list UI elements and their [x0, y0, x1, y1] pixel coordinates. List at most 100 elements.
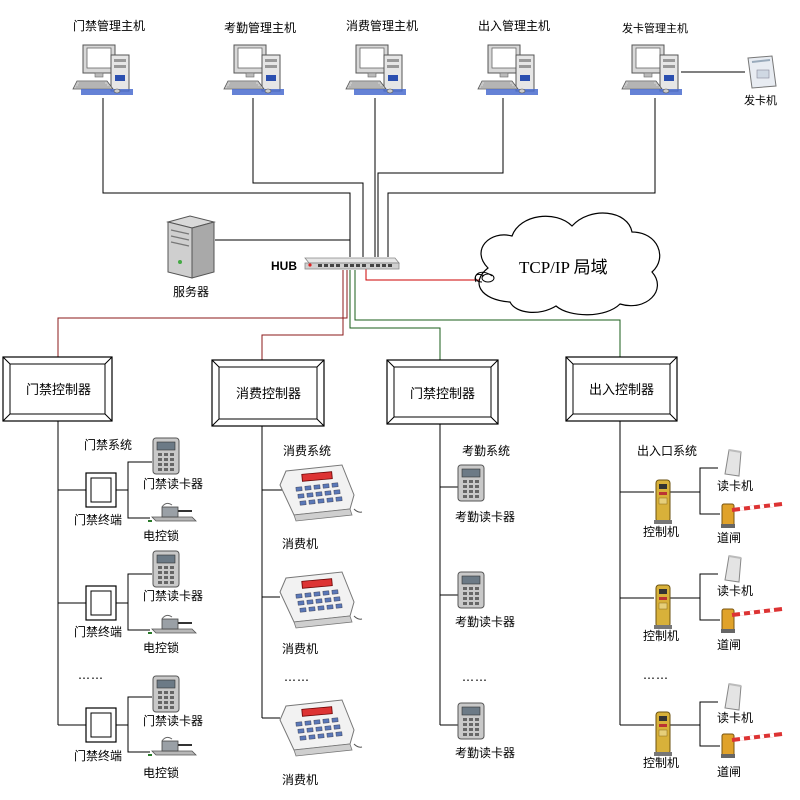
lock-icon [147, 502, 197, 522]
computer-icon [477, 44, 539, 96]
control-machine-3: 控制机 [643, 711, 679, 770]
pos-system: 消费系统 消费机 消费机 …… 消费机 [261, 426, 363, 787]
access-terminal-1: 门禁终端 [74, 472, 122, 527]
attendance-system: 考勤系统 考勤读卡器 考勤读卡器 …… 考勤读卡器 [439, 424, 515, 760]
control-machine-2: 控制机 [643, 584, 679, 643]
hub-label: HUB [271, 259, 297, 273]
lock-icon [147, 736, 197, 756]
controller-label: 门禁控制器 [26, 383, 91, 398]
reader-label: 考勤读卡器 [455, 615, 515, 629]
control-machine-label: 控制机 [643, 629, 679, 643]
parking-system-lines [619, 421, 720, 747]
host-label: 出入管理主机 [478, 18, 550, 33]
computer-icon [72, 44, 134, 96]
gate-label: 道闸 [717, 531, 741, 545]
control-machine-1: 控制机 [643, 479, 679, 539]
host-access-control: 门禁管理主机 [72, 18, 145, 96]
reader-label: 考勤读卡器 [455, 746, 515, 760]
pos-machine-label: 消费机 [282, 773, 318, 787]
controller-label: 消费控制器 [236, 387, 301, 402]
barrier-gate-2: 道闸 [717, 607, 784, 652]
card-reader-icon [457, 464, 485, 502]
lock-icon [147, 614, 197, 634]
pos-machine-1: 消费机 [279, 464, 363, 551]
parking-reader-2: 读卡机 [717, 555, 753, 598]
access-system-title: 门禁系统 [84, 437, 132, 452]
access-reader-1: 门禁读卡器 [143, 437, 203, 491]
control-machine-icon [653, 479, 673, 525]
pos-machine-label: 消费机 [282, 642, 318, 656]
parking-ellipsis: …… [643, 668, 669, 682]
access-terminal-2: 门禁终端 [74, 585, 122, 639]
barrier-gate-icon [719, 502, 784, 530]
host-card-issuing: 发卡管理主机 [621, 21, 688, 96]
pos-terminal-icon [279, 699, 363, 757]
lock-label: 电控锁 [143, 640, 179, 655]
host-consumption: 消费管理主机 [345, 18, 418, 96]
terminal-label: 门禁终端 [74, 624, 122, 639]
host-label: 门禁管理主机 [73, 18, 145, 33]
pos-terminal-icon [279, 464, 363, 522]
electric-lock-1: 电控锁 [143, 502, 197, 543]
parking-reader-label: 读卡机 [717, 584, 753, 598]
server-icon [166, 215, 216, 279]
attendance-reader-1: 考勤读卡器 [455, 464, 515, 524]
access-reader-2: 门禁读卡器 [143, 550, 203, 603]
access-system: 门禁系统 门禁终端 门禁读卡器 电控锁 门禁终端 门禁读卡器 电控锁 …… [57, 421, 203, 780]
control-machine-label: 控制机 [643, 525, 679, 539]
pos-ellipsis: …… [284, 670, 310, 684]
card-reader-icon [724, 683, 742, 711]
host-label: 消费管理主机 [346, 18, 418, 33]
barrier-gate-1: 道闸 [717, 502, 784, 545]
attendance-reader-3: 考勤读卡器 [455, 702, 515, 760]
card-reader-icon [152, 437, 180, 475]
card-reader-icon [457, 571, 485, 609]
parking-system-title: 出入口系统 [637, 444, 697, 458]
card-reader-icon [152, 675, 180, 713]
attendance-system-lines [439, 424, 458, 726]
parking-reader-label: 读卡机 [717, 479, 753, 493]
terminal-label: 门禁终端 [74, 748, 122, 763]
card-reader-icon [724, 555, 742, 583]
controller-label: 出入控制器 [589, 383, 654, 398]
host-label: 发卡管理主机 [622, 21, 688, 35]
computer-icon [621, 44, 683, 96]
host-attendance: 考勤管理主机 [223, 20, 296, 96]
lock-label: 电控锁 [143, 765, 179, 780]
electric-lock-2: 电控锁 [143, 614, 197, 655]
card-issuer: 发卡机 [744, 55, 777, 107]
hub-icon [304, 257, 400, 270]
controller-connection-lines [57, 268, 621, 360]
attendance-system-title: 考勤系统 [462, 444, 510, 458]
pos-machine-3: 消费机 [279, 699, 363, 787]
pos-machine-label: 消费机 [282, 537, 318, 551]
terminal-label: 门禁终端 [74, 512, 122, 527]
access-system-lines [57, 421, 152, 753]
barrier-gate-icon [719, 732, 784, 760]
hub: HUB [271, 257, 400, 273]
electric-lock-3: 电控锁 [143, 736, 197, 780]
cloud-shape [478, 212, 661, 316]
reader-label: 考勤读卡器 [455, 510, 515, 524]
gate-label: 道闸 [717, 765, 741, 779]
card-issuer-icon [747, 55, 777, 89]
controller-access-2: 门禁控制器 [386, 359, 499, 425]
access-terminal-3: 门禁终端 [74, 707, 122, 763]
host-connection-lines [102, 71, 745, 257]
card-reader-icon [457, 702, 485, 740]
control-machine-icon [653, 711, 673, 757]
host-entrance: 出入管理主机 [477, 18, 550, 96]
server: 服务器 [166, 215, 216, 299]
controller-access-1: 门禁控制器 [2, 356, 113, 422]
gate-label: 道闸 [717, 638, 741, 652]
computer-icon [345, 44, 407, 96]
cloud-label: TCP/IP 局域 [519, 258, 608, 277]
pos-system-lines [261, 426, 282, 719]
parking-reader-label: 读卡机 [717, 711, 753, 725]
control-machine-label: 控制机 [643, 756, 679, 770]
access-ellipsis: …… [78, 668, 104, 682]
barrier-gate-3: 道闸 [717, 732, 784, 779]
card-issuer-label: 发卡机 [744, 93, 777, 107]
controller-pos: 消费控制器 [211, 359, 325, 427]
